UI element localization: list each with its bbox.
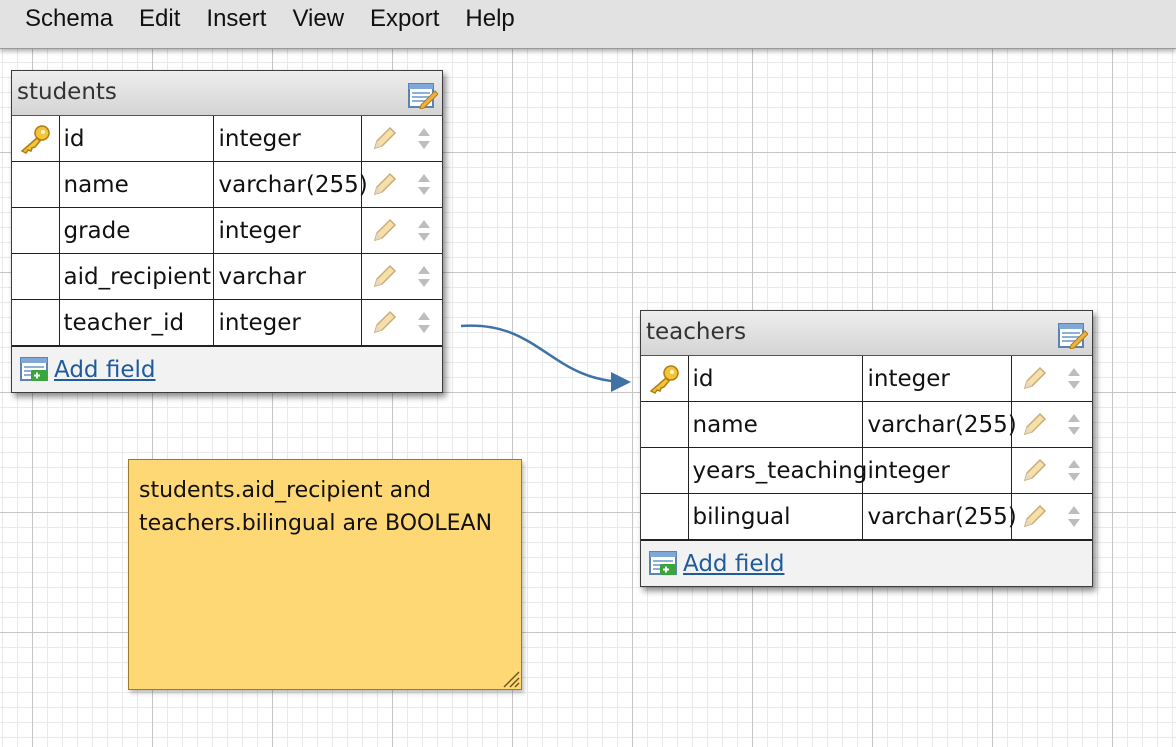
add-field-row: Add field [641, 540, 1092, 586]
menu-schema[interactable]: Schema [25, 5, 114, 32]
field-name: id [58, 116, 214, 162]
field-tools [360, 161, 442, 208]
menu-help[interactable]: Help [465, 5, 515, 32]
field-row[interactable]: bilingual varchar(255) [641, 493, 1092, 540]
key-cell [12, 161, 60, 208]
field-name: name [687, 401, 863, 448]
updown-icon[interactable] [415, 125, 433, 153]
key-cell [641, 447, 689, 494]
table-title: students [17, 79, 117, 105]
resize-grip-icon[interactable] [500, 668, 520, 688]
field-name: grade [58, 207, 214, 254]
key-cell [12, 299, 60, 346]
add-field-icon[interactable] [20, 356, 50, 383]
field-tools [1010, 447, 1092, 494]
field-type: integer [212, 116, 362, 162]
field-type: integer [861, 356, 1012, 402]
pencil-icon[interactable] [370, 217, 398, 245]
fields-table: id integer name varchar(255) years_teach… [641, 356, 1092, 540]
add-field-row: Add field [12, 346, 442, 392]
field-type: varchar(255) [861, 493, 1017, 540]
field-type: integer [861, 447, 1012, 494]
field-tools [1010, 493, 1092, 540]
edit-table-icon[interactable] [408, 81, 438, 109]
menu-bar: Schema Edit Insert View Export Help [0, 0, 1176, 49]
field-row[interactable]: teacher_id integer [12, 299, 442, 346]
field-tools [1010, 401, 1092, 448]
updown-icon[interactable] [1065, 457, 1083, 485]
field-row[interactable]: name varchar(255) [12, 161, 442, 208]
field-name: teacher_id [58, 299, 214, 346]
table-header[interactable]: students [12, 71, 442, 116]
fields-table: id integer name varchar(255) grade integ… [12, 116, 442, 346]
add-field-icon[interactable] [649, 550, 679, 577]
edit-table-icon[interactable] [1058, 321, 1088, 349]
pencil-icon[interactable] [370, 309, 398, 337]
field-row[interactable]: grade integer [12, 207, 442, 254]
field-row[interactable]: id integer [641, 356, 1092, 402]
field-row[interactable]: id integer [12, 116, 442, 162]
field-row[interactable]: name varchar(255) [641, 401, 1092, 448]
key-cell [641, 401, 689, 448]
menu-insert[interactable]: Insert [206, 5, 267, 32]
field-row[interactable]: aid_recipient varchar [12, 253, 442, 300]
field-name: aid_recipient [58, 253, 214, 300]
field-row[interactable]: years_teaching integer [641, 447, 1092, 494]
key-cell [12, 207, 60, 254]
field-tools [1010, 356, 1092, 402]
menu-edit[interactable]: Edit [139, 5, 181, 32]
field-tools [360, 207, 442, 254]
field-name: name [58, 161, 214, 208]
sticky-note[interactable]: students.aid_recipient and teachers.bili… [128, 459, 522, 690]
key-cell [641, 356, 689, 402]
field-name: id [687, 356, 863, 402]
key-icon [20, 124, 50, 154]
updown-icon[interactable] [415, 217, 433, 245]
table-teachers[interactable]: teachers id integer [640, 310, 1093, 587]
key-cell [12, 253, 60, 300]
pencil-icon[interactable] [1020, 365, 1048, 393]
note-line: teachers.bilingual are BOOLEAN [139, 511, 493, 536]
pencil-icon[interactable] [370, 125, 398, 153]
relation-line [460, 324, 629, 384]
menu-export[interactable]: Export [370, 5, 440, 32]
pencil-icon[interactable] [370, 263, 398, 291]
key-cell [641, 493, 689, 540]
field-tools [360, 116, 442, 162]
pencil-icon[interactable] [1020, 411, 1048, 439]
field-type: integer [212, 299, 362, 346]
key-cell [12, 116, 60, 162]
updown-icon[interactable] [1065, 411, 1083, 439]
relation-arrowhead [611, 372, 631, 392]
updown-icon[interactable] [415, 171, 433, 199]
note-text[interactable]: students.aid_recipient and teachers.bili… [139, 474, 511, 540]
pencil-icon[interactable] [1020, 457, 1048, 485]
key-icon [649, 364, 679, 394]
add-field-link[interactable]: Add field [54, 356, 156, 383]
pencil-icon[interactable] [370, 171, 398, 199]
updown-icon[interactable] [1065, 503, 1083, 531]
menu-view[interactable]: View [292, 5, 345, 32]
updown-icon[interactable] [415, 263, 433, 291]
field-tools [360, 299, 442, 346]
field-name: years_teaching [687, 447, 867, 494]
note-line: students.aid_recipient and [139, 478, 431, 503]
field-type: varchar(255) [861, 401, 1017, 448]
table-header[interactable]: teachers [641, 311, 1092, 356]
table-students[interactable]: students id integer [11, 70, 443, 393]
field-type: varchar [212, 253, 362, 300]
field-type: integer [212, 207, 362, 254]
add-field-link[interactable]: Add field [683, 550, 785, 577]
field-name: bilingual [687, 493, 863, 540]
field-type: varchar(255) [212, 161, 368, 208]
pencil-icon[interactable] [1020, 503, 1048, 531]
updown-icon[interactable] [1065, 365, 1083, 393]
updown-icon[interactable] [415, 309, 433, 337]
field-tools [360, 253, 442, 300]
table-title: teachers [646, 319, 747, 345]
